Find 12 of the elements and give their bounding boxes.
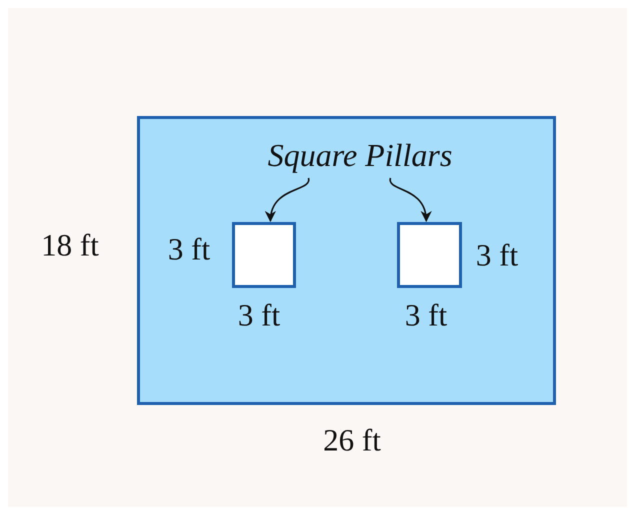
leader-arrow (266, 178, 310, 222)
callout-text: Square Pillars (243, 135, 477, 175)
pillar-square (232, 222, 296, 288)
leader-arrow (390, 178, 431, 222)
dimension-label: 3 ft (168, 234, 210, 264)
dimension-label: 3 ft (238, 300, 280, 330)
room-floor (137, 116, 556, 405)
pillar-square (397, 222, 462, 288)
dimension-label: 3 ft (404, 300, 448, 330)
dimension-label: 18 ft (41, 230, 99, 260)
dimension-label: 26 ft (323, 424, 381, 456)
dimension-label: 3 ft (476, 240, 518, 270)
